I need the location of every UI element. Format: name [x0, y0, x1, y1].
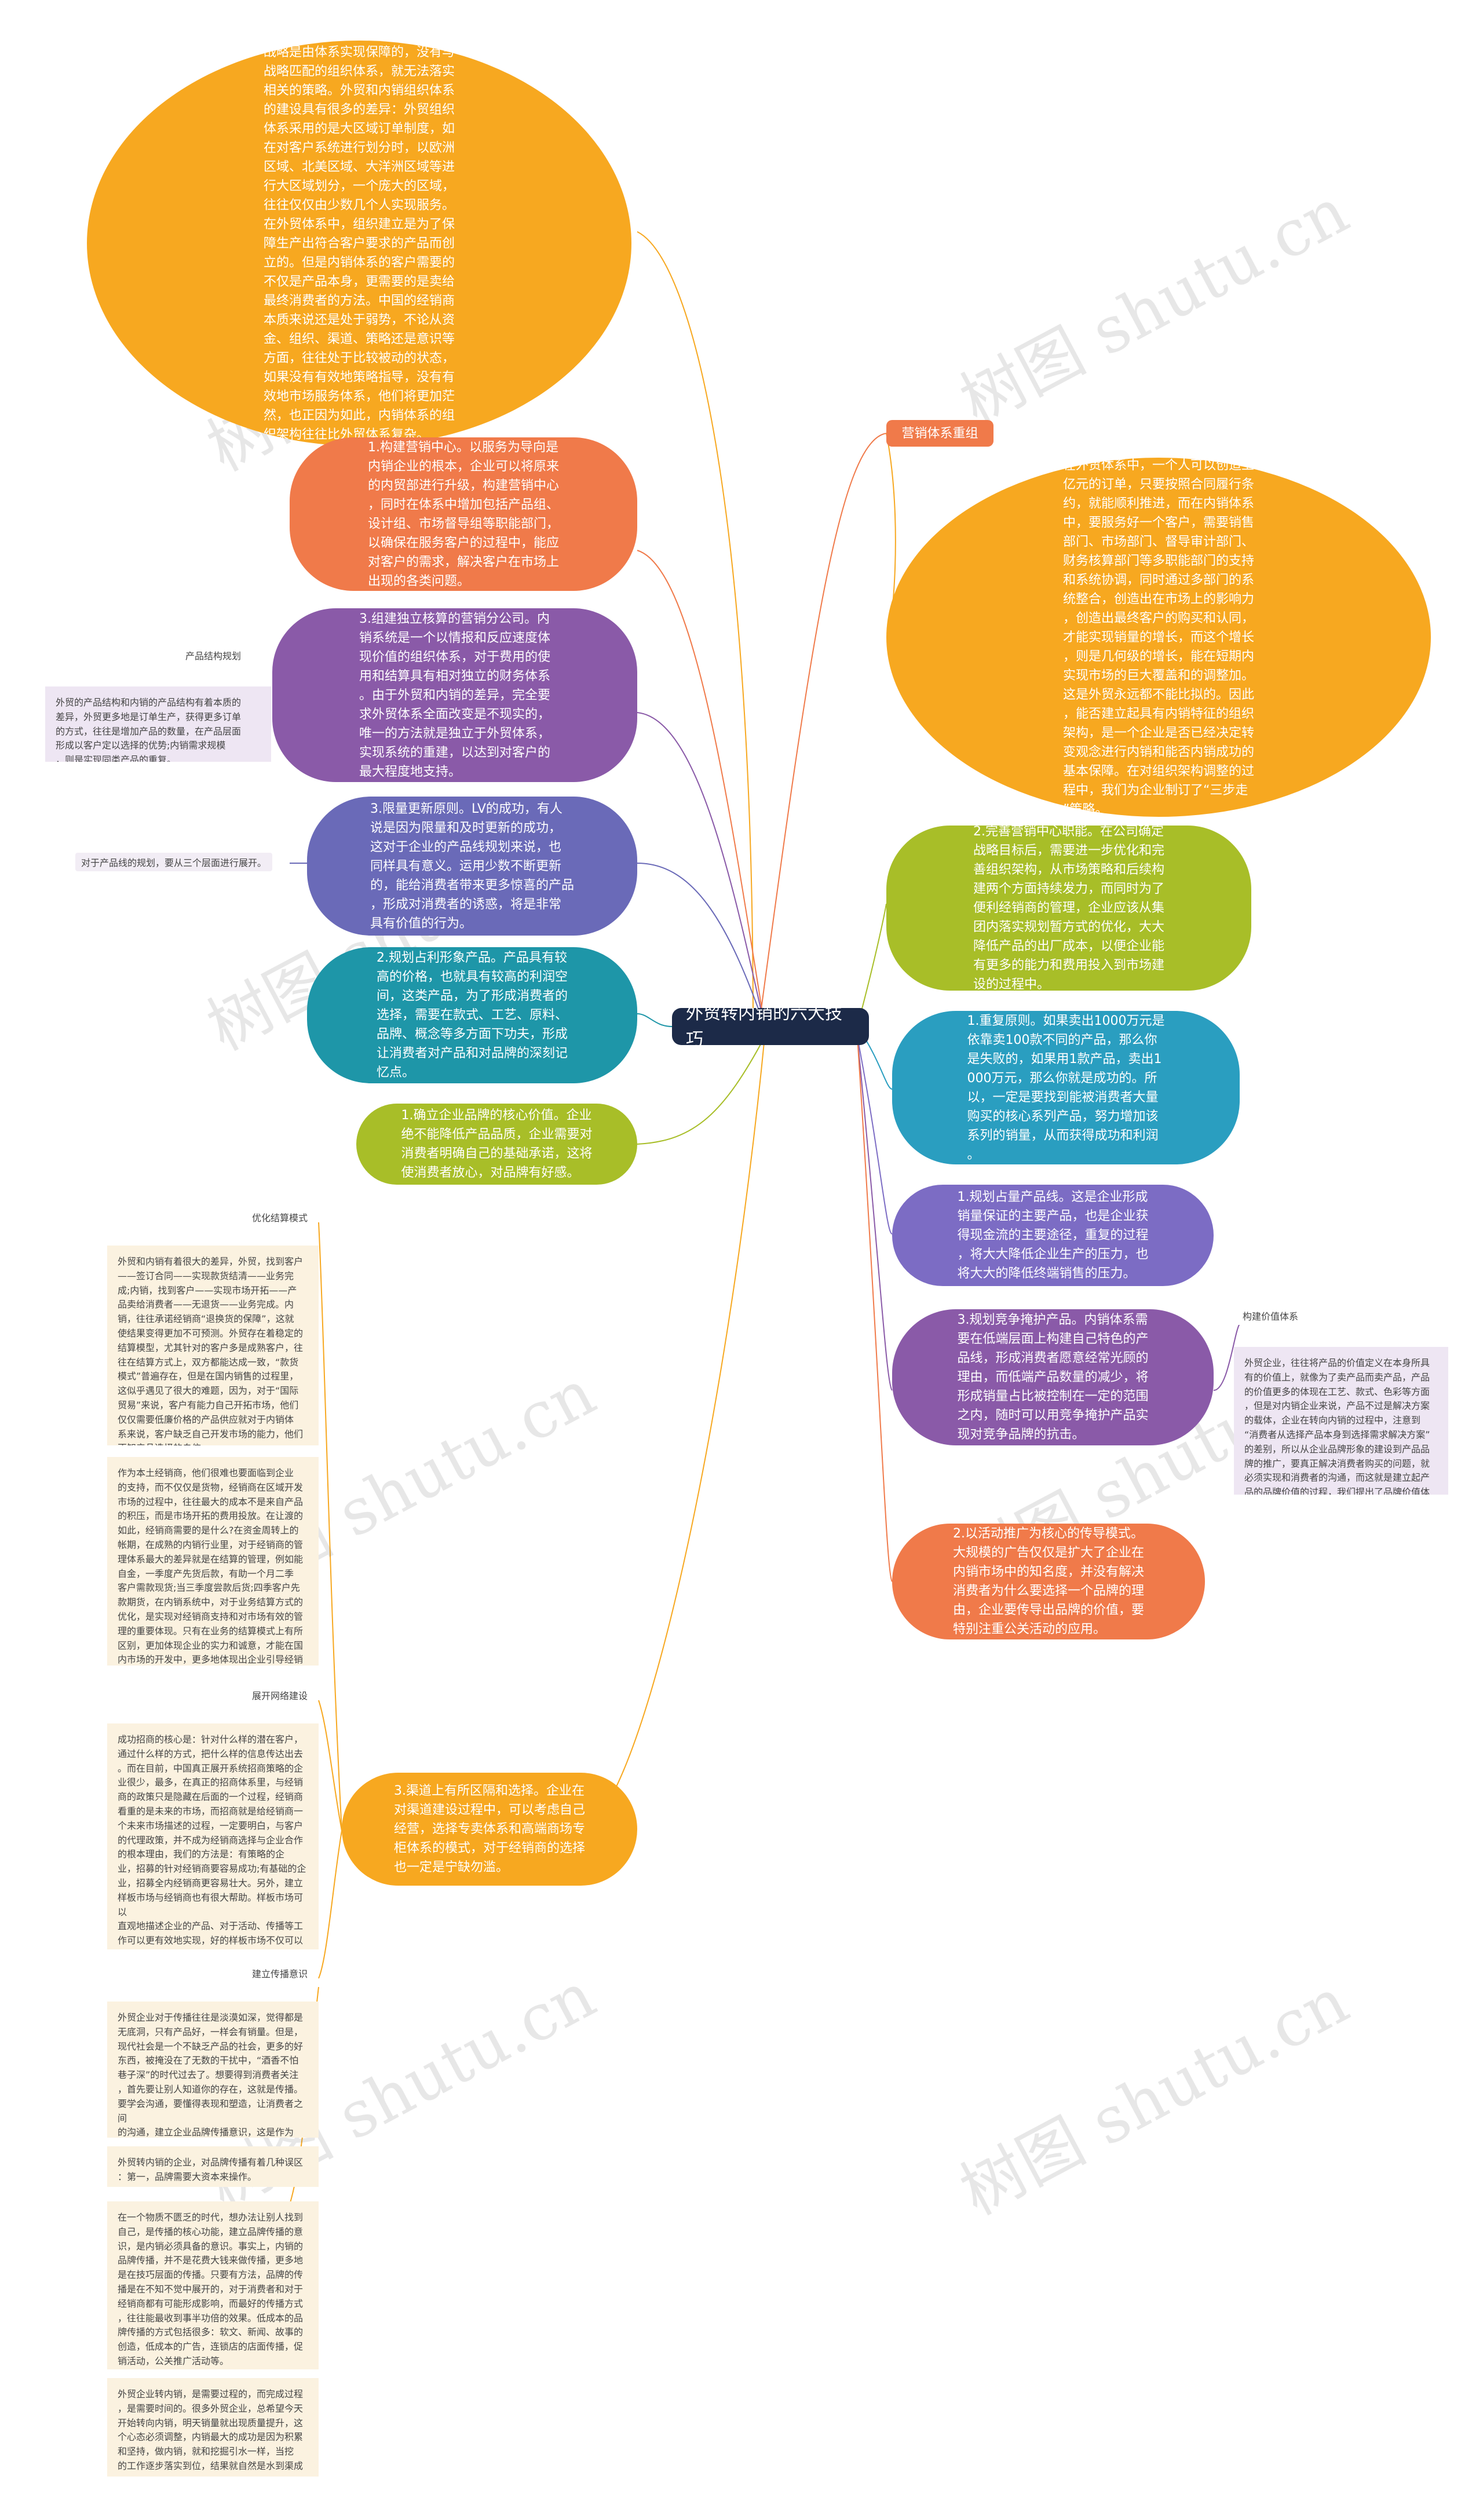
root-topic[interactable]: 外贸转内销的六大技巧 [672, 1008, 869, 1045]
topic-text: 战略是由体系实现保障的，没有与 战略匹配的组织体系，就无法落实 相关的策略。外贸… [263, 45, 455, 442]
link-rad [857, 1036, 893, 1582]
topic-text: 2.完善营销中心职能。在公司确定 战略目标后，需要进一步优化和完 善组织架构，从… [973, 826, 1164, 991]
topic-text: 3.渠道上有所区隔和选择。企业在 对渠道建设过程中，可以考虑自己 经营，选择专卖… [393, 1784, 585, 1875]
label-brand-value[interactable]: 构建价值体系 [1237, 1306, 1305, 1325]
topic-branch-company[interactable]: 3.组建独立核算的营销分公司。内 销系统是一个以情报和反应速度体 现价值的组织体… [272, 608, 637, 782]
topic-activity-promo[interactable]: 2.以活动推广为核心的传导模式。 大规模的广告仅仅是扩大了企业在 内销市场中的知… [892, 1524, 1205, 1639]
topic-text: 3.限量更新原则。LV的成功，有人 说是因为限量和及时更新的成功， 这对于企业的… [370, 801, 574, 931]
note-optimize-2: 作为本土经销商，他们很难也要面临到企业 的支持，而不仅仅是货物，经销商在区域开发… [107, 1457, 319, 1666]
note-network-1: 成功招商的核心是：针对什么样的潜在客户， 通过什么样的方式，把什么样的信息传达出… [107, 1723, 319, 1949]
link-l3 [637, 712, 765, 1027]
link-brand [1213, 1323, 1240, 1391]
topic-org-compare[interactable]: 在外贸体系中，一个人可以创造上 亿元的订单，只要按照合同履行条 约，就能顺利推进… [886, 458, 1431, 817]
link-r3 [857, 1036, 893, 1391]
note-awareness-1: 外贸企业对于传播往往是淡漠如深，觉得都是 无底洞，只有产品好，一样会有销量。但是… [107, 2002, 319, 2138]
topic-profit-products[interactable]: 2.规划占利形象产品。产品具有较 高的价格，也就具有较高的利润空 间，这类产品，… [307, 947, 637, 1083]
note-awareness-2: 外贸转内销的企业，对品牌传播有着几种误区 ：第一，品牌需要大资本来操作。 [107, 2146, 319, 2187]
note-product-structure: 外贸的产品结构和内销的产品结构有着本质的 差异，外贸更多地是订单生产，获得更多订… [45, 686, 271, 762]
link-top [637, 231, 754, 1027]
topic-channel[interactable]: 3.渠道上有所区隔和选择。企业在 对渠道建设过程中，可以考虑自己 经营，选择专卖… [342, 1773, 637, 1886]
topic-text: 3.规划竞争掩护产品。内销体系需 要在低端层面上构建自己特色的产 品线，形成消费… [957, 1313, 1149, 1442]
topic-marketing-restructure[interactable]: 营销体系重组 [886, 420, 993, 447]
topic-text: 2.规划占利形象产品。产品具有较 高的价格，也就具有较高的利润空 间，这类产品，… [376, 951, 568, 1080]
link-l2 [637, 1013, 673, 1027]
topic-org-strategy[interactable]: 战略是由体系实现保障的，没有与 战略匹配的组织体系，就无法落实 相关的策略。外贸… [87, 41, 631, 446]
note-optimize-1: 外贸和内销有着很大的差异，外贸，找到客户 ——签订合同——实现款货结清——业务完… [107, 1246, 319, 1445]
topic-text: 1.重复原则。如果卖出1000万元是 依靠卖100款不同的产品，那么你 是失败的… [967, 1013, 1165, 1162]
link-r2 [857, 903, 887, 1027]
root-topic-label: 外贸转内销的六大技巧 [686, 1008, 842, 1045]
topic-text: 1.构建营销中心。以服务为导向是 内销企业的根本，企业可以将原来 的内贸部进行升… [367, 440, 559, 589]
link-net [318, 1700, 342, 1831]
note-awareness-3: 在一个物质不匮乏的时代，想办法让别人找到 自己，是传播的核心功能，建立品牌传播的… [107, 2201, 319, 2369]
label-optimize[interactable]: 优化结算模式 [246, 1208, 314, 1226]
link-l1 [637, 550, 765, 1027]
topic-cover-products[interactable]: 3.规划竞争掩护产品。内销体系需 要在低端层面上构建自己特色的产 品线，形成消费… [892, 1309, 1214, 1445]
link-r1b [857, 1036, 893, 1235]
label-product-line[interactable]: 对于产品线的规划，要从三个层面进行展开。 [75, 853, 273, 871]
link-core [637, 1036, 765, 1145]
note-brand-value: 外贸企业，往往将产品的价值定义在本身所具 有的价值上，就像为了卖产品而卖产品，产… [1234, 1347, 1448, 1495]
topic-improve-center[interactable]: 2.完善营销中心职能。在公司确定 战略目标后，需要进一步优化和完 善组织架构，从… [886, 826, 1251, 991]
label-product-structure[interactable]: 产品结构规划 [180, 646, 247, 664]
topic-text: 营销体系重组 [901, 426, 978, 441]
link-opt [318, 1222, 342, 1831]
label-awareness[interactable]: 建立传播意识 [246, 1964, 314, 1982]
link-tag [758, 433, 887, 1027]
topic-volume-products[interactable]: 1.规划占量产品线。这是企业形成 销量保证的主要产品，也是企业获 得现金流的主要… [892, 1185, 1214, 1286]
topic-text: 1.确立企业品牌的核心价值。企业 绝不能降低产品品质，企业需要对 消费者明确自己… [401, 1108, 593, 1180]
note-awareness-4: 外贸企业转内销，是需要过程的，而完成过程 ，是需要时间的。很多外贸企业，总希望今… [107, 2378, 319, 2477]
topic-text: 3.组建独立核算的营销分公司。内 销系统是一个以情报和反应速度体 现价值的组织体… [359, 611, 550, 779]
label-network[interactable]: 展开网络建设 [246, 1686, 314, 1704]
link-awa [318, 1830, 342, 1979]
topic-text: 1.规划占量产品线。这是企业形成 销量保证的主要产品，也是企业获 得现金流的主要… [957, 1190, 1149, 1281]
topic-build-center[interactable]: 1.构建营销中心。以服务为导向是 内销企业的根本，企业可以将原来 的内贸部进行升… [290, 437, 637, 591]
topic-brand-core[interactable]: 1.确立企业品牌的核心价值。企业 绝不能降低产品品质，企业需要对 消费者明确自己… [356, 1104, 637, 1185]
link-lv [637, 863, 765, 1027]
topic-text: 在外贸体系中，一个人可以创造上 亿元的订单，只要按照合同履行条 约，就能顺利推进… [1062, 458, 1254, 817]
topic-text: 2.以活动推广为核心的传导模式。 大规模的广告仅仅是扩大了企业在 内销市场中的知… [952, 1526, 1144, 1637]
topic-repeat-principle[interactable]: 1.重复原则。如果卖出1000万元是 依靠卖100款不同的产品，那么你 是失败的… [892, 1011, 1240, 1164]
topic-limited-update[interactable]: 3.限量更新原则。LV的成功，有人 说是因为限量和及时更新的成功， 这对于企业的… [307, 797, 637, 936]
